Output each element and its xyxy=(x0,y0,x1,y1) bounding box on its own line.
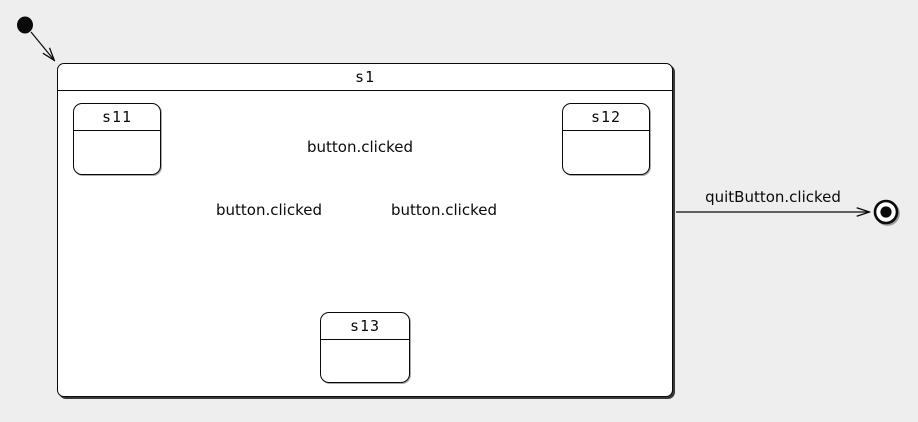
state-s12-label: s12 xyxy=(590,108,622,126)
state-s1-label: s1 xyxy=(354,68,376,86)
state-s11: s11 xyxy=(73,103,161,175)
transition-initial-to-s1 xyxy=(30,31,54,60)
state-s11-title: s11 xyxy=(74,104,160,131)
transition-label-s13-s11: button.clicked xyxy=(216,201,322,219)
transition-label-s12-s13: button.clicked xyxy=(391,201,497,219)
state-s13: s13 xyxy=(320,312,410,383)
transition-label-s1-final: quitButton.clicked xyxy=(705,188,841,206)
state-s13-title: s13 xyxy=(321,313,409,340)
final-state-icon xyxy=(873,199,900,226)
state-s13-label: s13 xyxy=(349,317,381,335)
state-s1-title: s1 xyxy=(58,64,672,91)
state-s11-label: s11 xyxy=(101,108,133,126)
transition-label-s11-s12: button.clicked xyxy=(307,138,413,156)
state-s12-title: s12 xyxy=(563,104,649,131)
state-s12: s12 xyxy=(562,103,650,175)
initial-state-icon xyxy=(17,16,33,34)
